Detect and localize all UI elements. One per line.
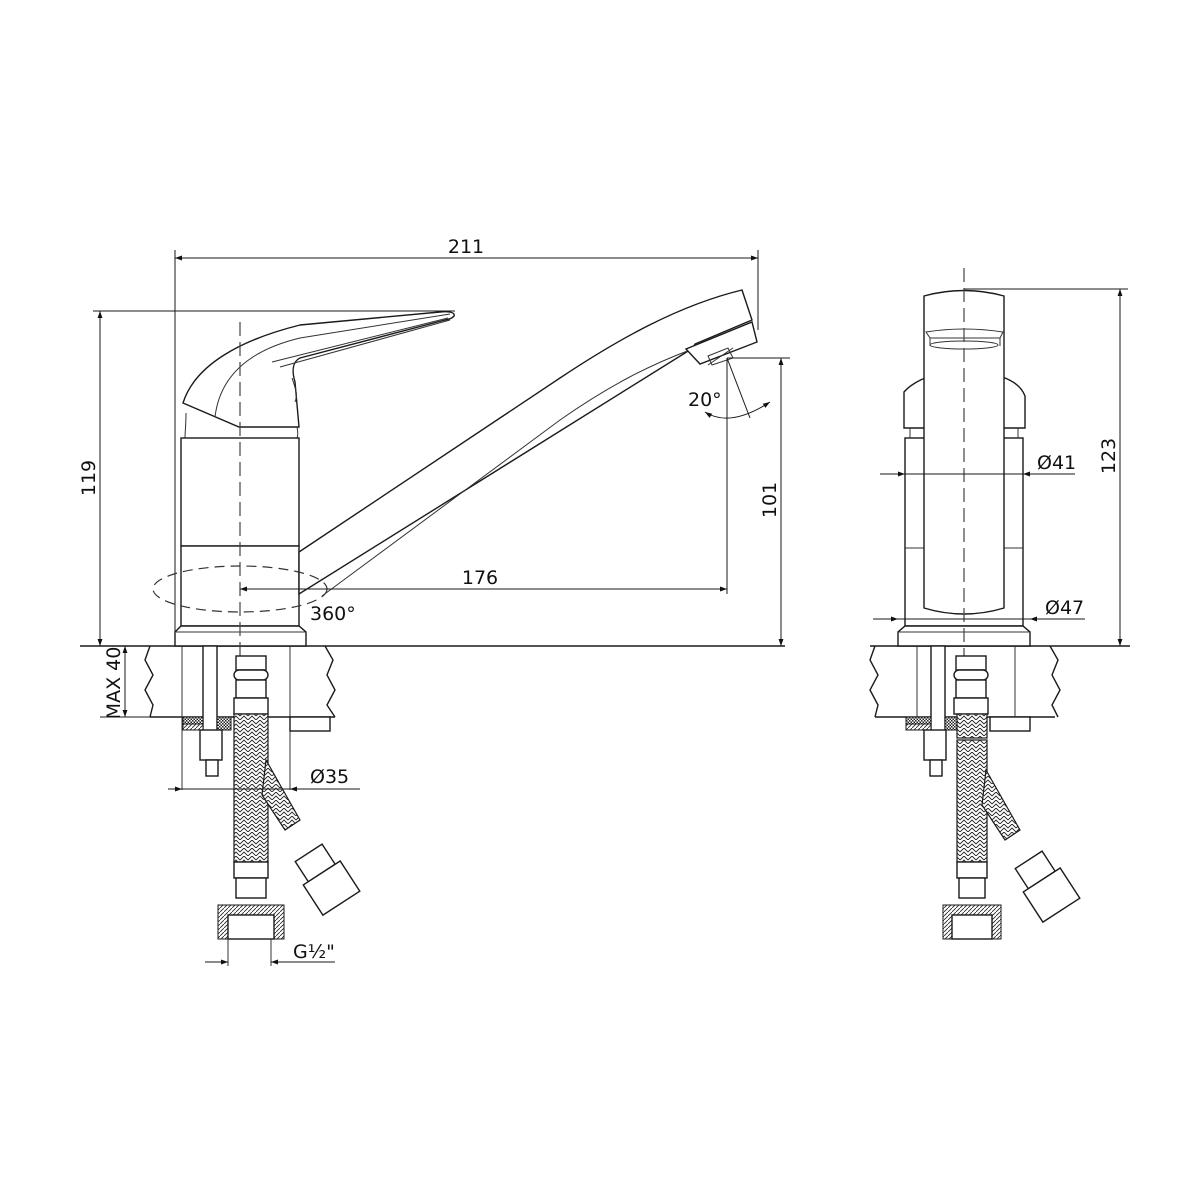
- label-123: 123: [1098, 438, 1120, 474]
- dim-overall-length: 211: [174, 236, 759, 646]
- dim-aerator-angle: 20°: [688, 357, 771, 419]
- supply-hoses: [217, 655, 361, 940]
- front-view: 211 119: [78, 236, 790, 966]
- dim-spout-height: 101: [727, 357, 790, 646]
- label-211: 211: [448, 236, 484, 258]
- label-g-half: G½": [293, 941, 335, 963]
- spout: [298, 289, 758, 597]
- side-supply-hoses: [942, 655, 1081, 940]
- label-360: 360°: [310, 603, 356, 625]
- dim-total-height: 123: [964, 288, 1128, 646]
- dim-overall-height: 119: [78, 310, 455, 646]
- dim-body-diameter: Ø41: [880, 452, 1076, 477]
- label-20deg: 20°: [688, 389, 722, 411]
- label-101: 101: [759, 482, 781, 518]
- side-view: 123 Ø41 Ø47: [869, 268, 1130, 940]
- dim-hose-thread: G½": [205, 939, 335, 966]
- label-d35: Ø35: [310, 766, 349, 788]
- dim-spout-reach: 176: [240, 358, 728, 594]
- mounting-hardware: [181, 645, 331, 790]
- label-d41: Ø41: [1037, 452, 1076, 474]
- dim-max-countertop: MAX 40: [100, 646, 150, 719]
- label-176: 176: [462, 567, 498, 589]
- lever-handle: [182, 310, 455, 439]
- dim-mounting-hole: Ø35: [168, 766, 360, 792]
- side-mounting-hardware: [905, 645, 1031, 777]
- label-119: 119: [78, 460, 100, 496]
- dim-base-diameter: Ø47: [873, 597, 1085, 622]
- label-d47: Ø47: [1045, 597, 1084, 619]
- label-max40: MAX 40: [103, 647, 125, 720]
